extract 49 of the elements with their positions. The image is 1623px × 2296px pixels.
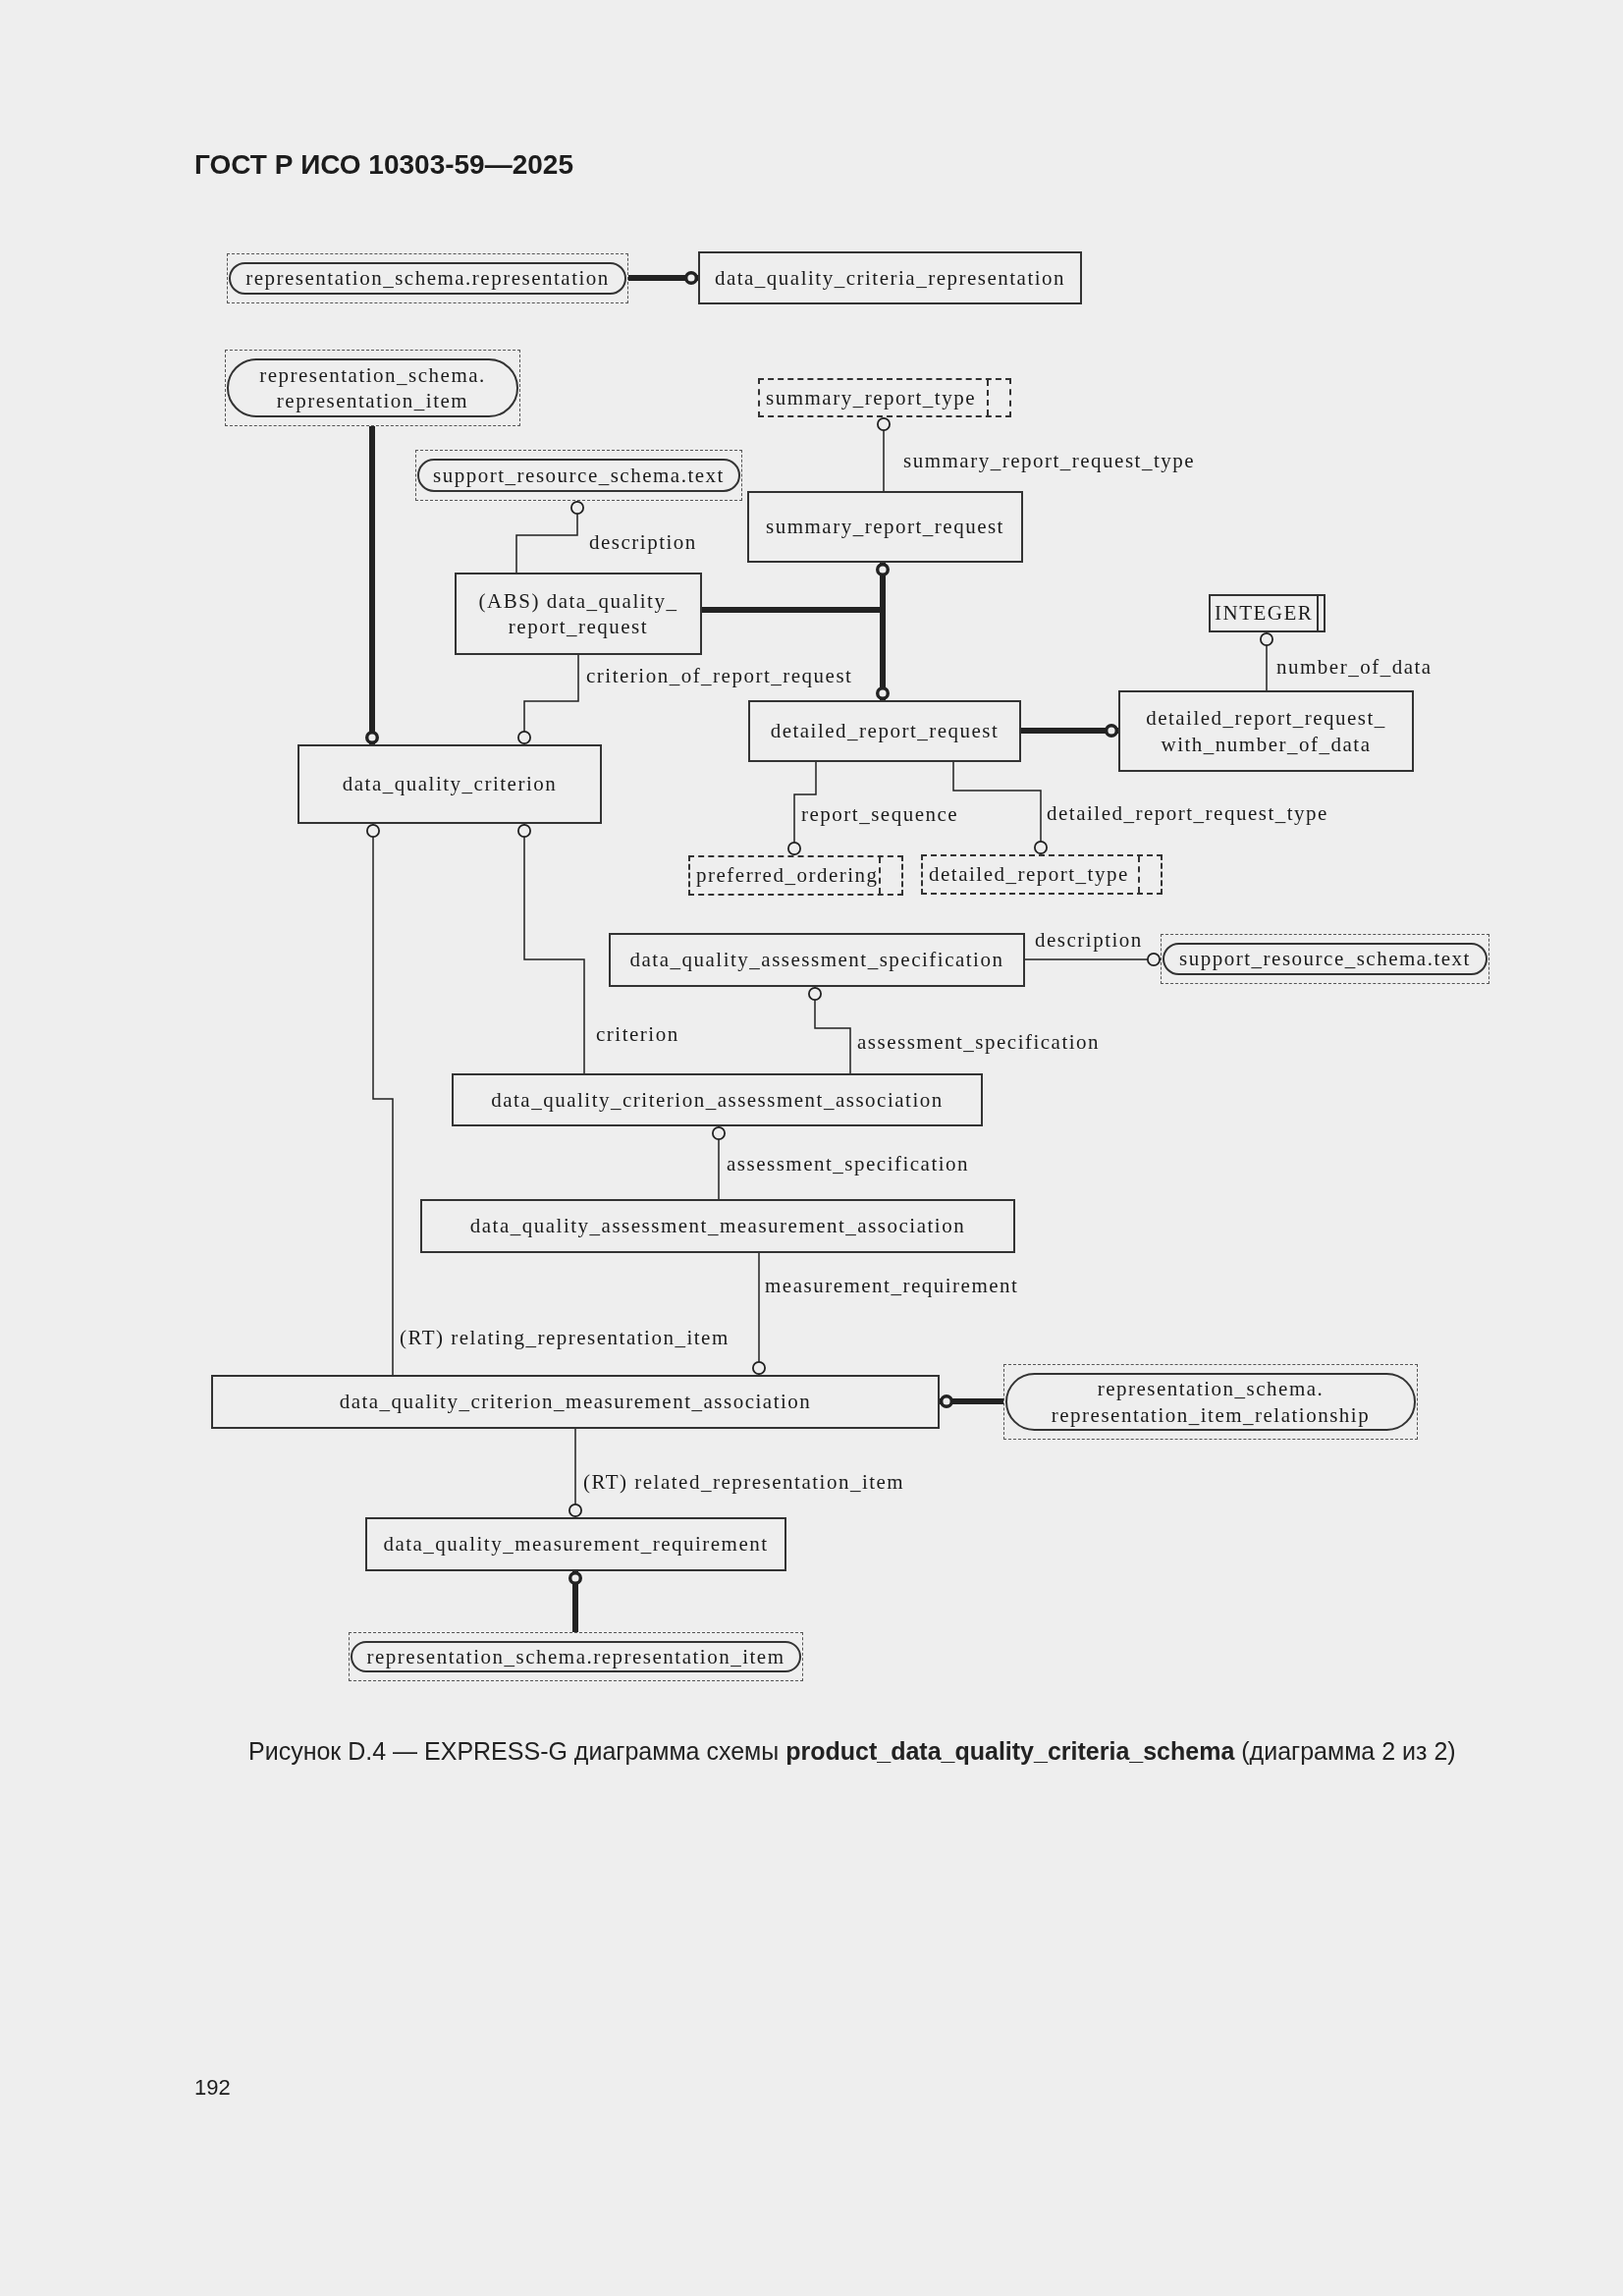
connector-line bbox=[1021, 724, 1118, 738]
schema-reference-box bbox=[1003, 1364, 1418, 1440]
connector-line bbox=[940, 1394, 1003, 1408]
defined-type-box: summary_report_type bbox=[758, 378, 1011, 417]
entity-box: data_quality_assessment_specification bbox=[609, 933, 1025, 987]
connector-line bbox=[752, 1252, 766, 1376]
reference-name-pill: support_resource_schema.text bbox=[417, 459, 740, 492]
running-header: ГОСТ Р ИСО 10303-59—2025 bbox=[194, 149, 573, 181]
reference-name-pill: support_resource_schema.text bbox=[1163, 943, 1488, 975]
connector-line bbox=[517, 823, 585, 1074]
entity-box: detailed_report_request bbox=[748, 700, 1021, 762]
entity-box: data_quality_criterion bbox=[298, 744, 602, 824]
reference-name-pill: representation_schema. representation_item_relationship bbox=[1005, 1373, 1416, 1431]
connector-line bbox=[787, 761, 817, 856]
page-number: 192 bbox=[194, 2075, 231, 2101]
entity-box: summary_report_request bbox=[747, 491, 1023, 563]
connector-line bbox=[877, 416, 891, 492]
connector-line bbox=[515, 500, 584, 574]
defined-type-box: preferred_ordering bbox=[688, 855, 903, 896]
schema-reference-box bbox=[1161, 934, 1489, 984]
connector-line bbox=[365, 426, 379, 744]
entity-box: detailed_report_request_ with_number_of_data bbox=[1118, 690, 1414, 772]
simple-type-box: INTEGER bbox=[1209, 594, 1325, 632]
schema-reference-box bbox=[415, 450, 742, 501]
reference-name-pill: representation_schema.representation bbox=[229, 262, 626, 295]
connector-line bbox=[628, 271, 698, 285]
entity-box: data_quality_criterion_assessment_association bbox=[452, 1073, 983, 1126]
connector-line bbox=[952, 761, 1048, 855]
entity-box: data_quality_criteria_representation bbox=[698, 251, 1082, 304]
connector-line bbox=[517, 654, 579, 745]
schema-reference-box bbox=[349, 1632, 803, 1681]
entity-box: (ABS) data_quality_ report_request bbox=[455, 573, 702, 655]
connector-line bbox=[702, 607, 890, 700]
defined-type-box: detailed_report_type bbox=[921, 854, 1163, 895]
connector-line bbox=[366, 823, 394, 1376]
connector-line bbox=[1024, 953, 1162, 966]
reference-name-pill: representation_schema.representation_item bbox=[351, 1641, 801, 1672]
entity-box: data_quality_criterion_measurement_association bbox=[211, 1375, 940, 1429]
entity-box: data_quality_measurement_requirement bbox=[365, 1517, 786, 1571]
connector-line bbox=[712, 1125, 726, 1200]
connector-line bbox=[568, 1428, 582, 1518]
schema-reference-box bbox=[225, 350, 520, 426]
connector-line bbox=[808, 986, 851, 1074]
schema-reference-box bbox=[227, 253, 628, 303]
reference-name-pill: representation_schema. representation_item bbox=[227, 358, 518, 417]
figure-caption: Рисунок D.4 — EXPRESS-G диаграмма схемы product_data_quality_criteria_schema (диаграмма 2 из 2) bbox=[248, 1736, 1456, 1766]
entity-box: data_quality_assessment_measurement_association bbox=[420, 1199, 1015, 1253]
connector-line bbox=[1260, 631, 1273, 691]
connector-line bbox=[568, 1571, 582, 1632]
